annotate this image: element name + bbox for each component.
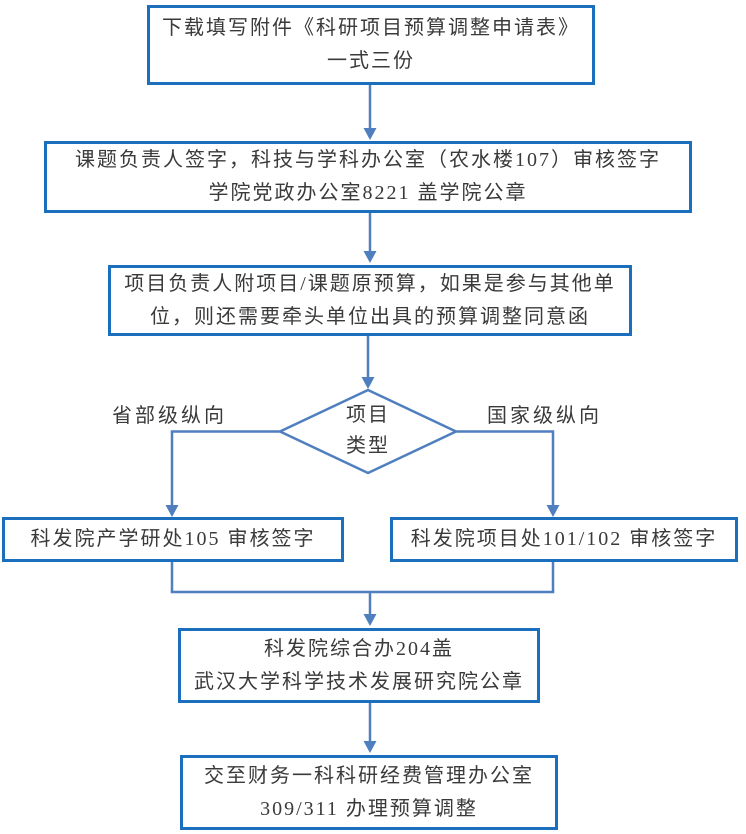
connector-decision-right-line [456,430,555,505]
branch-label-national: 国家级纵向 [487,405,602,427]
node-step4-left-industry-office: 科发院产学研处105 审核签字 [2,517,344,562]
arrow-step1-step2-head [363,128,377,140]
node-step6-finance-office: 交至财务一科科研经费管理办公室 309/311 办理预算调整 [180,755,558,830]
connector-decision-right [456,430,560,517]
arrow-step3-decision-head [361,377,375,389]
decision-diamond-shape [277,388,459,475]
arrow-merge-step5-head [363,614,377,626]
node-step1-line2: 一式三份 [327,50,415,72]
arrow-step3-decision [361,336,375,389]
node-step2-line1: 课题负责人签字，科技与学科办公室（农水楼107）审核签字 [75,149,661,171]
branch-label-provincial: 省部级纵向 [112,405,227,427]
arrow-step5-step6-head [363,741,377,753]
node-step2-leader-signature: 课题负责人签字，科技与学科办公室（农水楼107）审核签字 学院党政办公室8221… [44,141,692,213]
arrow-step2-step3-head [363,251,377,263]
node-step5-line2: 武汉大学科学技术发展研究院公章 [194,670,524,693]
node-step3-attach-budget: 项目负责人附项目/课题原预算，如果是参与其他单 位，则还需要牵头单位出具的预算调… [108,265,632,336]
connector-decision-right-head [546,505,560,517]
node-step4-left-line1: 科发院产学研处105 审核签字 [30,528,316,550]
node-step1-line1: 下载填写附件《科研项目预算调整申请表》 [162,17,580,39]
node-step5-line1: 科发院综合办204盖 [264,637,454,660]
connector-decision-left-line [170,430,280,505]
merge-connector [170,562,555,626]
node-step5-seal-office: 科发院综合办204盖 武汉大学科学技术发展研究院公章 [178,628,540,703]
connector-decision-left-head [165,505,179,517]
arrow-step2-step3 [363,213,377,263]
arrow-step5-step6 [363,703,377,753]
node-step4-right-line1: 科发院项目处101/102 审核签字 [410,528,718,550]
node-step3-line2: 位，则还需要牵头单位出具的预算调整同意函 [150,305,590,328]
decision-line1: 项目 [346,404,390,426]
decision-project-type: 项目 类型 [318,399,418,463]
node-step6-line1: 交至财务一科科研经费管理办公室 [204,764,534,787]
decision-line2: 类型 [346,435,390,457]
arrow-step1-step2 [363,85,377,140]
node-step6-line2: 309/311 办理预算调整 [260,797,478,820]
node-step3-line1: 项目负责人附项目/课题原预算，如果是参与其他单 [124,272,616,295]
node-step2-line2: 学院党政办公室8221 盖学院公章 [208,182,528,204]
node-step1-download-form: 下载填写附件《科研项目预算调整申请表》 一式三份 [147,5,595,85]
node-step4-right-project-office: 科发院项目处101/102 审核签字 [390,517,738,562]
connector-decision-left [165,430,280,517]
